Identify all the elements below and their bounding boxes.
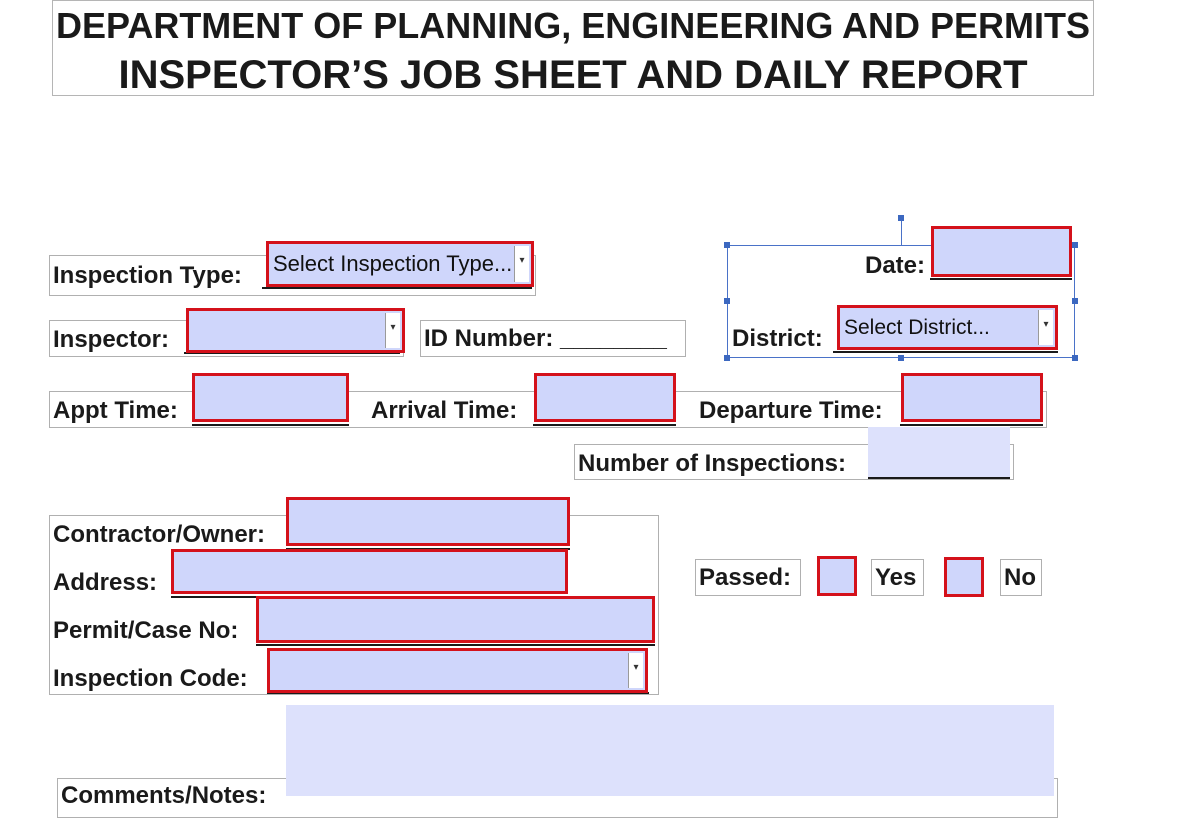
comments-label: Comments/Notes:: [61, 782, 267, 809]
date-underline: [930, 278, 1072, 280]
permit-case-underline: [256, 644, 655, 646]
appt-time-underline: [192, 424, 349, 426]
passed-yes-checkbox[interactable]: [817, 556, 857, 596]
num-inspections-label: Number of Inspections:: [578, 450, 847, 477]
inspection-code-select[interactable]: ▾: [267, 648, 648, 693]
permit-case-field[interactable]: [256, 596, 655, 643]
passed-yes-label: Yes: [875, 564, 917, 591]
selection-handle[interactable]: [724, 355, 730, 361]
arrival-time-underline: [533, 424, 676, 426]
chevron-down-icon[interactable]: ▾: [514, 246, 529, 282]
appt-time-field[interactable]: [192, 373, 349, 422]
selection-handle[interactable]: [1072, 298, 1078, 304]
rotation-handle[interactable]: [898, 215, 904, 221]
district-label: District:: [732, 325, 823, 352]
selection-handle[interactable]: [898, 355, 904, 361]
inspector-underline: [184, 352, 400, 354]
selection-handle[interactable]: [724, 242, 730, 248]
num-inspections-underline: [868, 477, 1010, 479]
num-inspections-field[interactable]: [868, 427, 1010, 478]
address-label: Address:: [53, 569, 158, 596]
comments-field[interactable]: [286, 705, 1054, 796]
selection-handle[interactable]: [1072, 355, 1078, 361]
passed-no-checkbox[interactable]: [944, 557, 984, 597]
passed-no-label: No: [1004, 564, 1036, 591]
district-underline: [833, 351, 1058, 353]
passed-label-box: [695, 559, 801, 596]
inspection-code-underline: [267, 692, 649, 694]
id-number-label[interactable]: ID Number: ________: [424, 325, 667, 352]
yes-label-box: [871, 559, 924, 596]
selection-handle[interactable]: [1072, 242, 1078, 248]
department-title: DEPARTMENT OF PLANNING, ENGINEERING AND …: [55, 5, 1091, 46]
inspection-type-underline: [262, 287, 532, 289]
contractor-owner-field[interactable]: [286, 497, 570, 546]
contractor-owner-label: Contractor/Owner:: [53, 521, 266, 548]
inspection-type-select[interactable]: Select Inspection Type... ▾: [266, 241, 534, 287]
inspection-type-label: Inspection Type:: [53, 262, 242, 289]
departure-time-label: Departure Time:: [699, 397, 883, 424]
district-value: Select District...: [844, 315, 990, 339]
inspection-type-value: Select Inspection Type...: [273, 251, 513, 276]
chevron-down-icon[interactable]: ▾: [385, 313, 400, 348]
inspection-code-label: Inspection Code:: [53, 665, 248, 692]
report-title: INSPECTOR’S JOB SHEET AND DAILY REPORT: [118, 53, 1028, 97]
arrival-time-label: Arrival Time:: [371, 397, 518, 424]
inspector-label: Inspector:: [53, 326, 170, 353]
permit-case-label: Permit/Case No:: [53, 617, 239, 644]
id-number-row: [420, 320, 686, 357]
rotation-stem: [901, 218, 902, 245]
chevron-down-icon[interactable]: ▾: [628, 653, 643, 688]
header-title-box: DEPARTMENT OF PLANNING, ENGINEERING AND …: [52, 0, 1094, 97]
departure-time-field[interactable]: [901, 373, 1043, 422]
arrival-time-field[interactable]: [534, 373, 676, 422]
no-label-box: [1000, 559, 1042, 596]
address-field[interactable]: [171, 549, 568, 594]
date-field[interactable]: [931, 226, 1072, 277]
appt-time-label: Appt Time:: [53, 397, 178, 424]
selection-handle[interactable]: [724, 298, 730, 304]
departure-time-underline: [900, 424, 1043, 426]
inspector-select[interactable]: ▾: [186, 308, 405, 353]
passed-label: Passed:: [699, 564, 792, 591]
district-select[interactable]: Select District... ▾: [837, 305, 1058, 350]
chevron-down-icon[interactable]: ▾: [1038, 310, 1053, 345]
date-label: Date:: [865, 252, 926, 279]
